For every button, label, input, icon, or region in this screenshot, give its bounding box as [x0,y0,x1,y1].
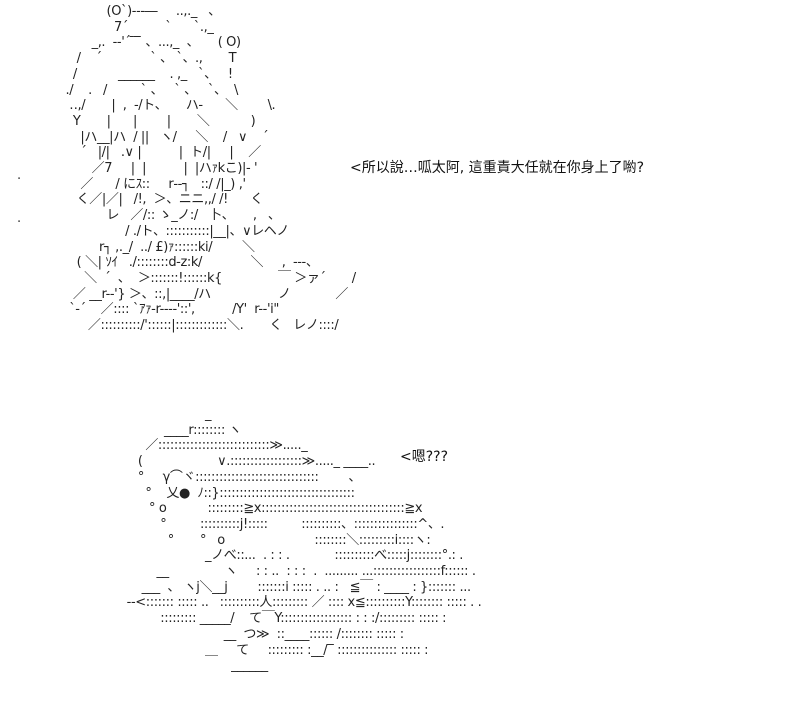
speech-line-bottom: <嗯??? [400,449,449,465]
stray-dot: . [17,168,22,183]
stray-dot: . [17,211,22,226]
ascii-art-top: (O`)-‐-― ..,._ 、 7´ ` `.,_ _,. -‐'´ ̄ ̄ … [65,4,356,334]
speech-line-top: <所以說…呱太阿, 這重責大任就在你身上了喲? [350,160,645,176]
ascii-art-bottom: _ ____r:::::::: ヽ ／:::::::::::::::::::::… [126,407,482,674]
